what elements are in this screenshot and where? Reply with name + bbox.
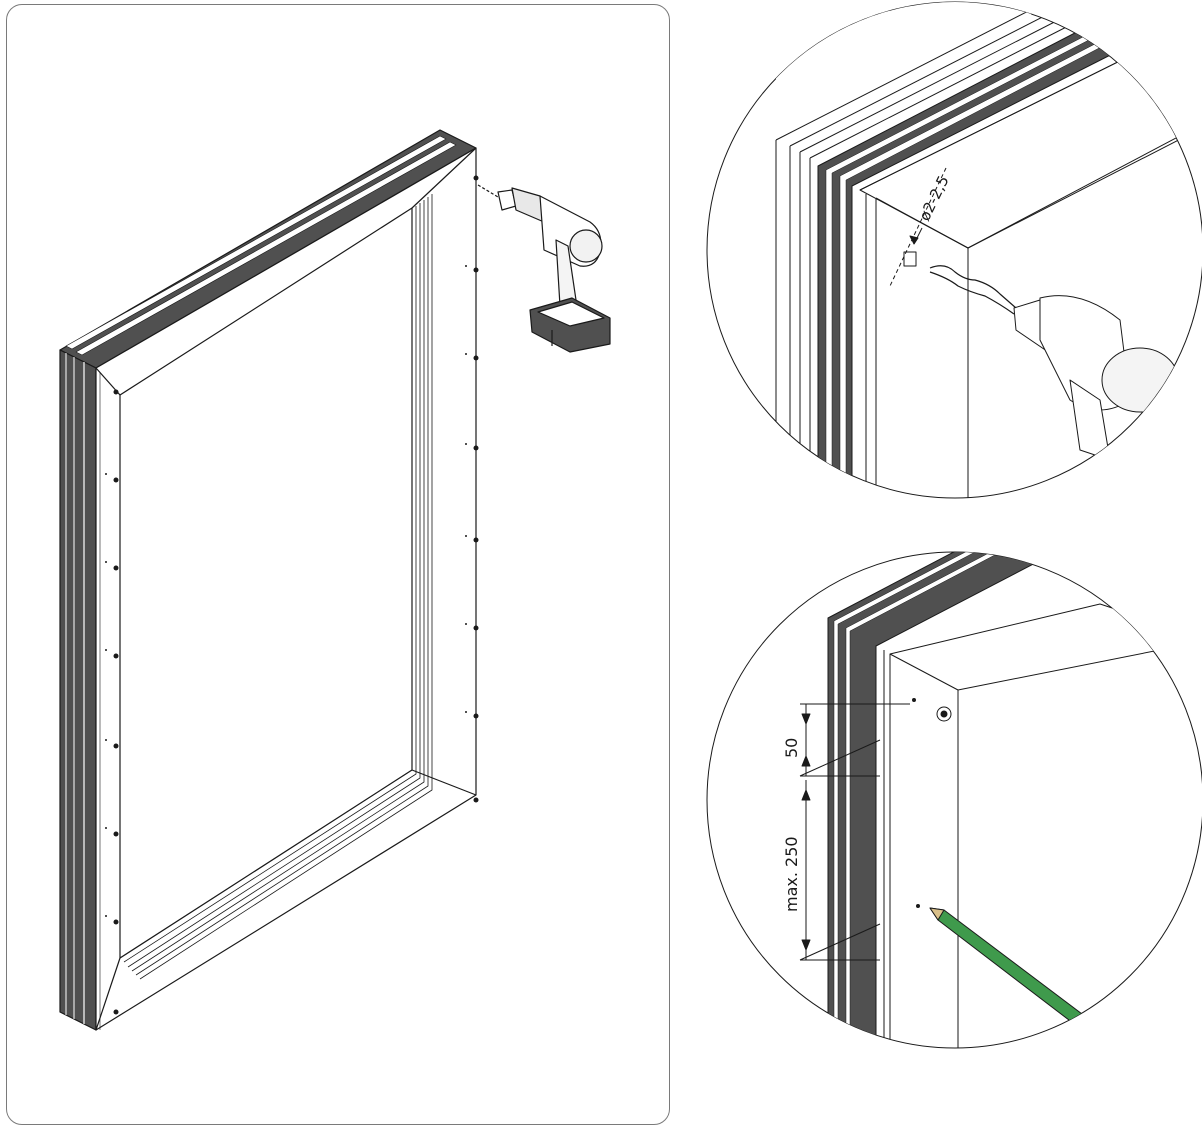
max-spacing-label: max. 250 xyxy=(782,836,801,912)
frame-left-seal xyxy=(59,349,97,1031)
cordless-drill-icon xyxy=(477,184,611,353)
detail-drilling: ø2-2,5 xyxy=(706,1,1202,499)
main-illustration-panel xyxy=(6,4,670,1125)
left-side-screws xyxy=(105,389,119,1015)
screw-icon xyxy=(912,698,952,722)
frame-assembly xyxy=(59,129,479,1031)
drill-chuck-icon xyxy=(1013,295,1179,461)
drill-bit-icon xyxy=(929,265,1017,309)
edge-offset-label: 50 xyxy=(782,738,801,758)
detail-marking: 50 max. 250 xyxy=(706,551,1202,1049)
right-side-screws xyxy=(465,175,479,803)
